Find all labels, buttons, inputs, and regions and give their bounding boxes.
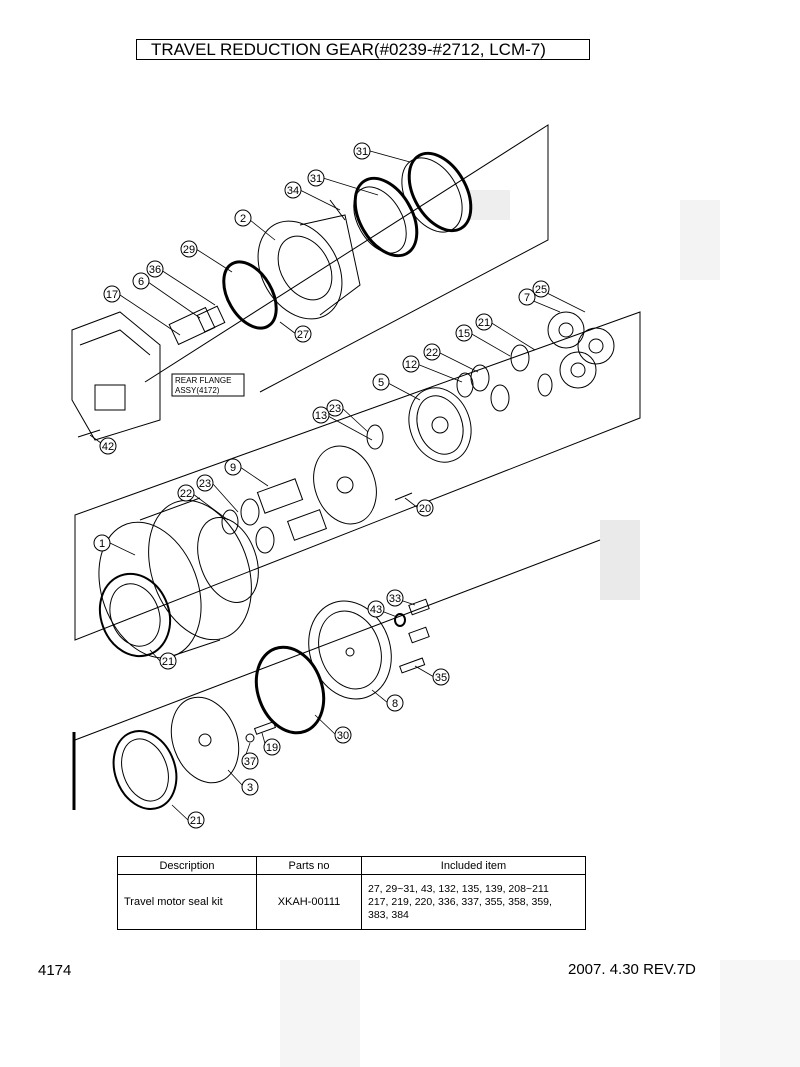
callout-33: 33 xyxy=(389,593,401,605)
bearing-21-upper xyxy=(98,572,172,658)
carrier-3 xyxy=(170,696,240,784)
rear-flange-label-line1: REAR FLANGE xyxy=(175,376,231,385)
carrier-5 xyxy=(408,387,472,463)
callout-35: 35 xyxy=(435,672,447,684)
callout-3: 3 xyxy=(247,782,253,794)
callout-13: 15 xyxy=(458,328,470,340)
shaft-22-23 xyxy=(221,478,328,554)
o-ring-29 xyxy=(222,260,278,330)
callout-31-b: 31 xyxy=(310,173,322,185)
callout-9: 9 xyxy=(230,462,236,474)
callout-27: 27 xyxy=(297,329,309,341)
rear-flange-label-line2: ASSY(4172) xyxy=(175,386,220,395)
section-frame-bottom xyxy=(74,539,601,741)
callout-37: 37 xyxy=(244,756,256,768)
callout-17: 20 xyxy=(419,503,431,515)
callout-36: 36 xyxy=(149,264,161,276)
header-included-item: Included item xyxy=(361,856,586,875)
callout-8: 8 xyxy=(392,698,398,710)
shaft-15 xyxy=(168,305,226,346)
callout-12-b: 13 xyxy=(315,410,327,422)
row-description: Travel motor seal kit xyxy=(117,874,257,930)
callout-23-b: 23 xyxy=(199,478,211,490)
callout-22-a: 22 xyxy=(426,347,438,359)
callout-5: 5 xyxy=(378,377,384,389)
o-ring-30 xyxy=(254,645,326,735)
section-frame-middle xyxy=(74,311,641,641)
callout-20: 21 xyxy=(478,317,490,329)
springs-33 xyxy=(408,598,430,644)
page-number: 4174 xyxy=(38,962,72,979)
callouts: 31 31 34 2 29 36 6 17 27 25 7 21 15 22 1… xyxy=(93,142,550,829)
callout-30: 30 xyxy=(337,730,349,742)
included-line: 27, 29~31, 43, 132, 135, 139, 208~211 xyxy=(368,882,549,895)
revision-date: 2007. 4.30 REV.7D xyxy=(568,961,696,978)
carrier-9 xyxy=(313,445,377,525)
callout-2: 2 xyxy=(240,213,246,225)
callout-21-a: 21 xyxy=(162,656,174,668)
callout-15: 17 xyxy=(106,289,118,301)
pin-17 xyxy=(394,492,413,501)
bearing-21-lower-inner xyxy=(121,738,169,802)
row-included-item: 27, 29~31, 43, 132, 135, 139, 208~211 21… xyxy=(361,874,586,930)
table-header-row: Description Parts no Included item xyxy=(117,856,586,875)
washer-37 xyxy=(245,733,255,743)
callout-1: 1 xyxy=(99,538,105,550)
callout-43: 43 xyxy=(370,604,382,616)
included-line: 217, 219, 220, 336, 337, 355, 358, 359, xyxy=(368,895,552,908)
seal-kit-table: Description Parts no Included item Trave… xyxy=(117,856,586,930)
bolt-35 xyxy=(399,657,426,674)
bearings-12-13 xyxy=(366,344,553,450)
included-line: 383, 384 xyxy=(368,908,409,921)
callout-12-a: 12 xyxy=(405,359,417,371)
callout-21-b: 21 xyxy=(190,815,202,827)
o-ring-group-31 xyxy=(353,151,473,258)
bolt-19 xyxy=(253,721,277,735)
callout-23-a: 23 xyxy=(329,403,341,415)
bearing-21-upper-inner xyxy=(109,583,161,647)
callout-7: 7 xyxy=(524,292,530,304)
page-title: TRAVEL REDUCTION GEAR(#0239-#2712, LCM-7… xyxy=(136,39,590,60)
header-description: Description xyxy=(117,856,257,875)
header-parts-no: Parts no xyxy=(256,856,362,875)
section-frame-top xyxy=(144,124,549,393)
callout-22-b: 22 xyxy=(180,488,192,500)
hub-housing-2 xyxy=(257,199,361,320)
planet-gears-7 xyxy=(547,311,615,389)
callout-25: 25 xyxy=(535,284,547,296)
rear-flange-label-box xyxy=(171,373,245,397)
o-ring-43 xyxy=(394,613,406,627)
callout-29: 29 xyxy=(183,244,195,256)
callout-6: 6 xyxy=(138,276,144,288)
bearing-21-lower xyxy=(112,730,178,810)
background-blocks xyxy=(280,190,800,1067)
rear-flange-assy xyxy=(71,311,161,441)
row-parts-no: XKAH-00111 xyxy=(256,874,362,930)
callout-31-a: 31 xyxy=(356,146,368,158)
rear-flange-label: REAR FLANGE ASSY(4172) xyxy=(175,376,231,395)
callout-34: 34 xyxy=(287,185,299,197)
table-row: Travel motor seal kit XKAH-00111 27, 29~… xyxy=(117,874,586,930)
callout-42: 42 xyxy=(102,441,114,453)
callout-19: 19 xyxy=(266,742,278,754)
